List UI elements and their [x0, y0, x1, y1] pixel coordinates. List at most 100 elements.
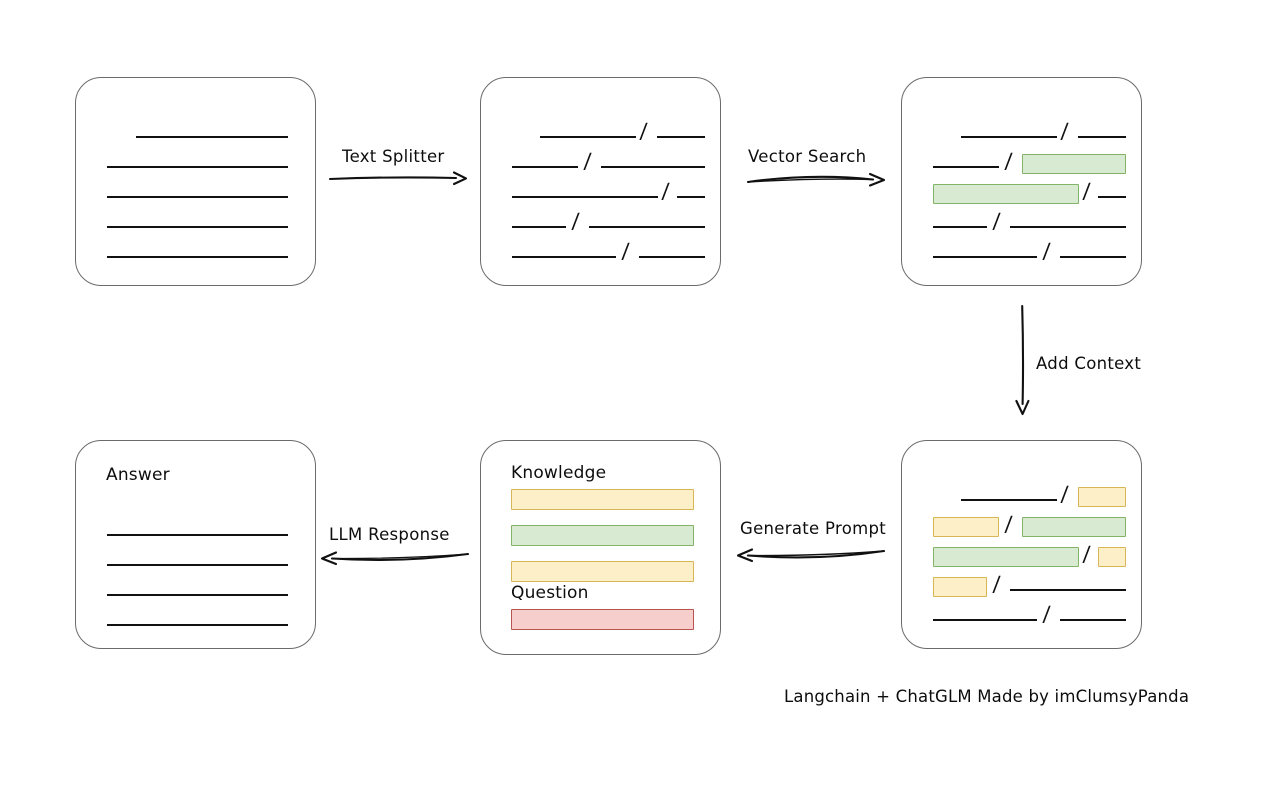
arrow-llm-response: [320, 551, 470, 566]
text-line-segment: [1098, 196, 1126, 198]
text-line-segment: [107, 166, 288, 168]
text-row: [76, 146, 315, 168]
prompt-bar-yellow: [511, 489, 694, 510]
text-row: [76, 116, 315, 138]
text-line-segment: [107, 256, 288, 258]
highlight-chip-yellow: [1078, 487, 1126, 507]
slash-separator: /: [1042, 239, 1051, 263]
prompt-bar-yellow: [511, 561, 694, 582]
text-line-segment: [512, 256, 616, 258]
slash-separator: /: [1082, 542, 1091, 566]
card-source-document[interactable]: [75, 77, 316, 286]
text-row: /: [902, 146, 1141, 174]
slash-separator: /: [661, 179, 670, 203]
text-line-segment: [933, 166, 999, 168]
prompt-heading-knowledge: Knowledge: [511, 463, 607, 483]
prompt-bar-green: [511, 525, 694, 546]
text-line-segment: [639, 256, 705, 258]
text-line-segment: [107, 226, 288, 228]
card-split-chunks[interactable]: / / / / /: [480, 77, 721, 286]
arrow-label-add-context: Add Context: [1036, 354, 1142, 373]
highlight-chip-yellow: [933, 577, 987, 597]
footer-credit: Langchain + ChatGLM Made by imClumsyPand…: [784, 687, 1190, 706]
text-row: /: [481, 206, 720, 233]
text-line-segment: [512, 226, 566, 228]
text-line-segment: [107, 594, 288, 596]
highlight-chip-yellow: [1098, 547, 1126, 567]
text-row: /: [902, 569, 1141, 597]
text-row: /: [902, 599, 1141, 626]
text-line-segment: [961, 499, 1057, 501]
arrow-label-generate-prompt: Generate Prompt: [740, 519, 886, 538]
highlight-chip-green: [1022, 154, 1126, 174]
prompt-bar-red: [511, 609, 694, 630]
text-line-segment: [657, 136, 705, 138]
text-row: /: [902, 236, 1141, 263]
text-row: /: [481, 176, 720, 203]
slash-separator: /: [1042, 602, 1051, 626]
text-row: [76, 604, 315, 626]
highlight-chip-green: [933, 547, 1079, 567]
text-line-segment: [1010, 589, 1126, 591]
card-matched-chunks[interactable]: / / / / /: [901, 77, 1142, 286]
text-row: /: [481, 236, 720, 263]
text-line-segment: [136, 136, 288, 138]
highlight-chip-green: [1022, 517, 1126, 537]
text-line-segment: [961, 136, 1057, 138]
arrow-label-vector-search: Vector Search: [748, 147, 867, 166]
text-line-segment: [933, 256, 1037, 258]
text-row: /: [902, 176, 1141, 204]
highlight-chip-green: [933, 184, 1079, 204]
slash-separator: /: [1060, 119, 1069, 143]
text-line-segment: [540, 136, 636, 138]
text-line-segment: [107, 624, 288, 626]
slash-separator: /: [992, 572, 1001, 596]
text-line-segment: [1060, 619, 1126, 621]
answer-heading: Answer: [106, 465, 170, 485]
text-line-segment: [512, 166, 578, 168]
text-row: /: [902, 479, 1141, 507]
card-answer[interactable]: Answer: [75, 440, 316, 649]
slash-separator: /: [1004, 149, 1013, 173]
arrow-generate-prompt: [736, 548, 886, 563]
text-row: [76, 574, 315, 596]
text-row: [76, 176, 315, 198]
highlight-chip-yellow: [933, 517, 999, 537]
arrow-vector-search: [746, 172, 886, 187]
text-row: [76, 514, 315, 536]
text-line-segment: [107, 564, 288, 566]
text-line-segment: [933, 619, 1037, 621]
slash-separator: /: [1082, 179, 1091, 203]
text-line-segment: [1010, 226, 1126, 228]
text-line-segment: [589, 226, 705, 228]
text-row: /: [902, 509, 1141, 537]
slash-separator: /: [992, 209, 1001, 233]
text-line-segment: [1078, 136, 1126, 138]
text-row: [76, 544, 315, 566]
card-prompt[interactable]: Knowledge Question: [480, 440, 721, 655]
text-line-segment: [677, 196, 705, 198]
text-line-segment: [601, 166, 705, 168]
text-line-segment: [107, 196, 288, 198]
text-row: [76, 236, 315, 258]
text-row: /: [902, 539, 1141, 567]
text-row: /: [481, 146, 720, 173]
slash-separator: /: [1060, 482, 1069, 506]
slash-separator: /: [1004, 512, 1013, 536]
arrow-add-context: [1015, 304, 1030, 416]
text-row: /: [481, 116, 720, 143]
slash-separator: /: [621, 239, 630, 263]
slash-separator: /: [639, 119, 648, 143]
text-line-segment: [107, 534, 288, 536]
text-line-segment: [933, 226, 987, 228]
arrow-label-llm-response: LLM Response: [329, 525, 450, 544]
slash-separator: /: [571, 209, 580, 233]
arrow-label-text-splitter: Text Splitter: [342, 147, 445, 166]
text-row: /: [902, 116, 1141, 143]
slash-separator: /: [583, 149, 592, 173]
text-line-segment: [512, 196, 658, 198]
prompt-heading-question: Question: [511, 583, 589, 603]
card-context-chunks[interactable]: / / / / /: [901, 440, 1142, 649]
text-row: /: [902, 206, 1141, 233]
